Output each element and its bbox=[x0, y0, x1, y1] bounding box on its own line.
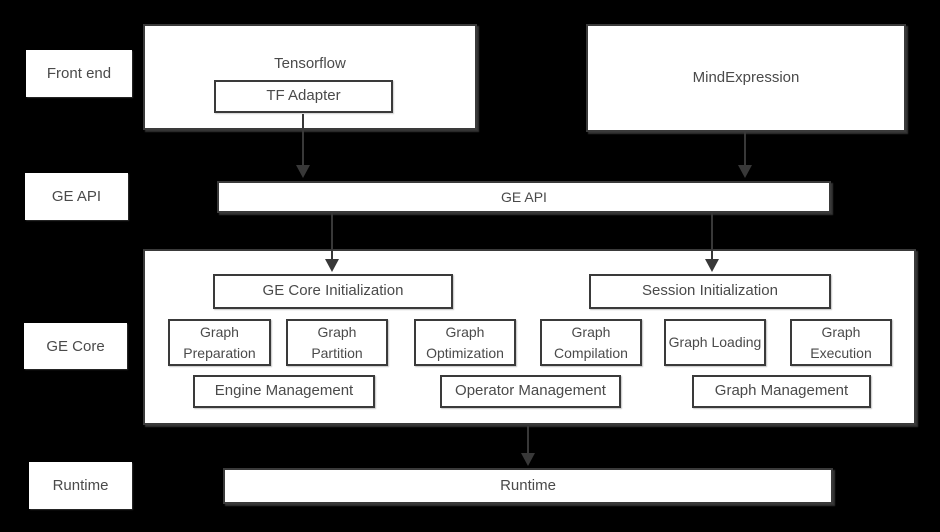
side-label-ge-core: GE Core bbox=[24, 323, 127, 369]
module-box-graph-optimization: Graph Optimization bbox=[414, 319, 516, 366]
module-box-graph-compilation: Graph Compilation bbox=[540, 319, 642, 366]
graph-partition-label: Graph Partition bbox=[311, 323, 363, 361]
operator-management-box: Operator Management bbox=[440, 375, 621, 408]
arrow-down-icon bbox=[296, 165, 310, 178]
runtime-bar: Runtime bbox=[223, 468, 833, 504]
side-label-ge-api: GE API bbox=[25, 173, 128, 220]
session-initialization-label: Session Initialization bbox=[642, 282, 778, 300]
ge-api-bar: GE API bbox=[217, 181, 831, 213]
arrow-down-icon bbox=[521, 453, 535, 466]
ge-core-initialization-box: GE Core Initialization bbox=[213, 274, 453, 309]
arrow-shaft bbox=[302, 114, 304, 166]
session-initialization-box: Session Initialization bbox=[589, 274, 831, 309]
side-label-runtime: Runtime bbox=[29, 462, 132, 509]
graph-preparation-label: Graph Preparation bbox=[183, 323, 256, 361]
arrow-down-icon bbox=[325, 259, 339, 272]
side-label-front-end: Front end bbox=[26, 50, 132, 97]
graph-compilation-label: Graph Compilation bbox=[554, 323, 628, 361]
mindexpression-label: MindExpression bbox=[692, 68, 800, 86]
graph-loading-label: Graph Loading bbox=[668, 334, 762, 350]
arrow-ge-core-to-runtime bbox=[521, 426, 535, 466]
graph-execution-label: Graph Execution bbox=[810, 323, 872, 361]
tf-adapter-label: TF Adapter bbox=[266, 87, 341, 105]
engine-management-label: Engine Management bbox=[214, 382, 354, 400]
arrow-shaft bbox=[711, 213, 713, 260]
arrow-ge-api-to-ge-core-initialization bbox=[325, 213, 339, 272]
ge-core-box: GE Core Initialization Session Initializ… bbox=[143, 249, 916, 425]
runtime-bar-label: Runtime bbox=[500, 476, 556, 494]
graph-optimization-label: Graph Optimization bbox=[426, 323, 504, 361]
arrow-tf-adapter-to-ge-api bbox=[296, 114, 310, 178]
graph-management-box: Graph Management bbox=[692, 375, 871, 408]
tensorflow-title: Tensorflow bbox=[274, 55, 346, 72]
arrow-down-icon bbox=[738, 165, 752, 178]
module-box-graph-execution: Graph Execution bbox=[790, 319, 892, 366]
ge-core-initialization-label: GE Core Initialization bbox=[262, 282, 404, 300]
operator-management-label: Operator Management bbox=[455, 382, 606, 400]
mindexpression-box: MindExpression bbox=[586, 24, 906, 132]
arrow-shaft bbox=[744, 132, 746, 166]
module-box-graph-loading: Graph Loading bbox=[664, 319, 766, 366]
tf-adapter-box: TF Adapter bbox=[214, 80, 393, 113]
module-box-graph-preparation: Graph Preparation bbox=[168, 319, 271, 366]
module-box-graph-partition: Graph Partition bbox=[286, 319, 388, 366]
arrow-shaft bbox=[331, 213, 333, 260]
arrow-ge-api-to-session-initialization bbox=[705, 213, 719, 272]
arrow-mindexpression-to-ge-api bbox=[738, 132, 752, 178]
graph-management-label: Graph Management bbox=[714, 382, 849, 400]
tensorflow-box: Tensorflow TF Adapter bbox=[143, 24, 477, 130]
arrow-down-icon bbox=[705, 259, 719, 272]
arrow-shaft bbox=[527, 426, 529, 454]
ge-api-bar-label: GE API bbox=[501, 188, 547, 205]
engine-management-box: Engine Management bbox=[193, 375, 375, 408]
